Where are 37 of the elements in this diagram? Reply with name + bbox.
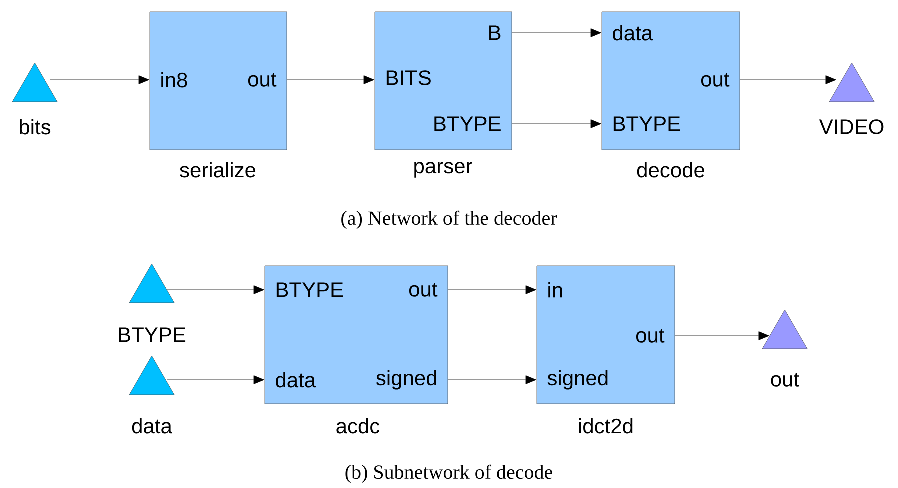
arrow bbox=[675, 332, 770, 340]
port-label: BTYPE bbox=[276, 282, 344, 298]
block-name: VIDEO bbox=[819, 120, 884, 134]
arrow bbox=[167, 286, 264, 294]
port-label: signed bbox=[548, 370, 608, 390]
caption: (a) Network of the decoder bbox=[342, 210, 558, 230]
port-label: BTYPE bbox=[614, 116, 680, 132]
arrow bbox=[167, 376, 264, 384]
block-name: out bbox=[771, 373, 800, 387]
block-name: data bbox=[132, 418, 172, 434]
block-name: serialize bbox=[180, 162, 256, 178]
block-name: bits bbox=[20, 119, 51, 135]
block-name: decode bbox=[637, 162, 704, 178]
block-name: acdc bbox=[336, 418, 380, 434]
arrow bbox=[512, 28, 602, 38]
port-label: BTYPE bbox=[434, 116, 501, 132]
block-name: BTYPE bbox=[119, 328, 186, 342]
port-label: data bbox=[276, 372, 316, 388]
block-name: idct2d bbox=[579, 418, 633, 434]
arrow bbox=[448, 376, 536, 384]
port-label: signed bbox=[376, 370, 436, 390]
port-label: out bbox=[702, 73, 730, 87]
arrow bbox=[50, 76, 150, 84]
block-name: parser bbox=[414, 162, 472, 178]
port-label: BITS bbox=[386, 70, 431, 86]
port-label: data bbox=[613, 25, 654, 41]
arrow bbox=[512, 120, 602, 128]
port-label: in8 bbox=[162, 72, 188, 88]
arrow bbox=[287, 76, 374, 84]
arrow bbox=[740, 76, 836, 84]
caption: (b) Subnetwork of decode bbox=[346, 464, 552, 484]
port-label: B bbox=[490, 26, 501, 40]
port-label: out bbox=[410, 283, 438, 297]
port-label: in bbox=[548, 282, 562, 298]
port-label: out bbox=[248, 73, 277, 87]
arrow bbox=[448, 286, 536, 294]
port-label: out bbox=[636, 329, 665, 343]
